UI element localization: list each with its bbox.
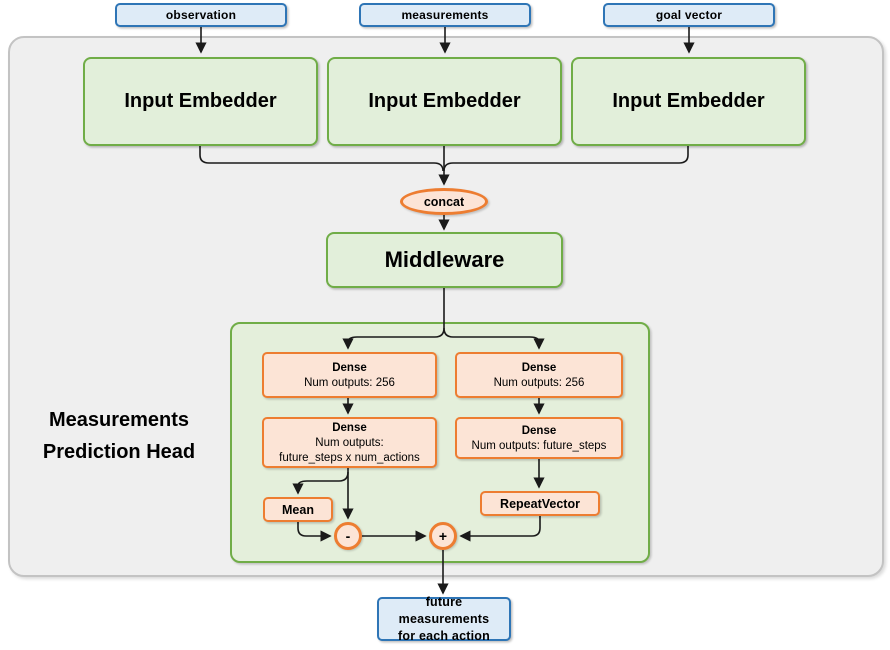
dense-right-1: Dense Num outputs: 256: [455, 352, 623, 398]
dense-right-1-title: Dense: [521, 362, 557, 374]
input-measurements-label: measurements: [401, 8, 489, 22]
dense-right-2: Dense Num outputs: future_steps: [455, 417, 623, 459]
dense-right-2-subtitle: Num outputs: future_steps: [471, 440, 607, 452]
concat-label: concat: [423, 194, 465, 209]
plus-op-node: +: [429, 522, 457, 550]
dense-left-2-subtitle2: future_steps x num_actions: [279, 452, 420, 464]
middleware-label: Middleware: [384, 247, 505, 272]
dense-left-2-subtitle: Num outputs:: [315, 437, 384, 449]
output-label-line1: future measurements: [398, 594, 490, 626]
input-goal-vector: goal vector: [603, 3, 775, 27]
input-observation: observation: [115, 3, 287, 27]
minus-op-label: -: [345, 528, 351, 544]
input-observation-label: observation: [165, 8, 237, 22]
input-goal-vector-label: goal vector: [655, 8, 723, 22]
concat-node: concat: [400, 188, 488, 215]
output-label-line2: for each action: [398, 628, 490, 643]
input-embedder-1-label: Input Embedder: [124, 90, 277, 112]
head-title: Measurements Prediction Head: [14, 404, 224, 468]
dense-left-1-title: Dense: [332, 362, 367, 374]
dense-right-2-title: Dense: [521, 425, 557, 437]
dense-left-1-subtitle: Num outputs: 256: [304, 377, 395, 389]
middleware: Middleware: [326, 232, 563, 288]
output-future-measurements: future measurements for each action: [377, 594, 511, 643]
plus-op-label: +: [438, 528, 448, 544]
dense-left-2: Dense Num outputs: future_steps x num_ac…: [262, 417, 437, 468]
minus-op-node: -: [334, 522, 362, 550]
dense-right-1-subtitle: Num outputs: 256: [493, 377, 585, 389]
repeat-vector-node: RepeatVector: [480, 491, 600, 516]
dense-left-1: Dense Num outputs: 256: [262, 352, 437, 398]
repeat-vector-label: RepeatVector: [500, 496, 580, 511]
mean-label: Mean: [282, 502, 314, 517]
dense-left-2-title: Dense: [332, 422, 367, 434]
input-embedder-1: Input Embedder: [83, 57, 318, 146]
input-embedder-2: Input Embedder: [327, 57, 562, 146]
input-embedder-3: Input Embedder: [571, 57, 806, 146]
mean-node: Mean: [263, 497, 333, 522]
input-embedder-3-label: Input Embedder: [612, 90, 765, 112]
head-title-line1: Measurements: [48, 409, 190, 431]
input-embedder-2-label: Input Embedder: [368, 90, 521, 112]
input-measurements: measurements: [359, 3, 531, 27]
head-title-line2: Prediction Head: [42, 441, 196, 463]
